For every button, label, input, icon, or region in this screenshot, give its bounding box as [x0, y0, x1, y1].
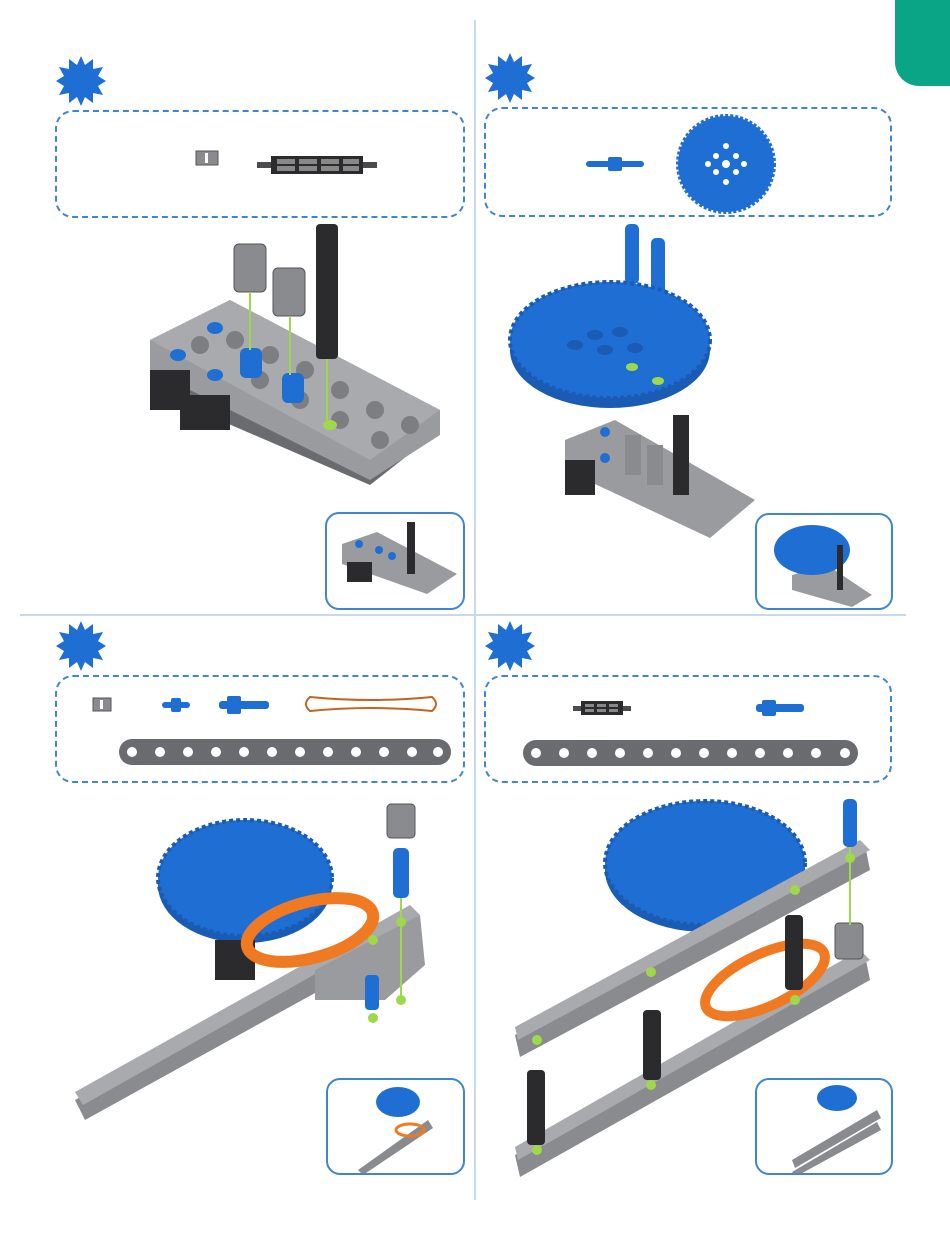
large-gear-icon [676, 114, 776, 214]
chapter-tab [895, 0, 950, 86]
long-beam-icon [119, 739, 451, 765]
long-beam-icon [523, 740, 858, 766]
step-2-starburst-icon [484, 52, 536, 104]
step-4-starburst-icon [484, 620, 536, 672]
step-1-preview [325, 512, 465, 610]
pin-icon [162, 697, 190, 713]
vertical-divider [474, 20, 476, 1200]
axle-icon [257, 154, 377, 176]
step-2-assembly-illustration [505, 220, 765, 550]
step-4-preview [755, 1078, 893, 1175]
rubber-band-icon [300, 693, 442, 715]
step-3-preview [326, 1078, 465, 1175]
step-3-parts-box [55, 675, 465, 783]
connector-icon [92, 697, 112, 713]
pin-icon [586, 156, 644, 172]
long-pin-icon [756, 699, 804, 717]
step-1-parts-box [55, 110, 465, 218]
horizontal-divider [20, 614, 906, 616]
step-3-starburst-icon [55, 620, 107, 672]
step-1-starburst-icon [55, 55, 107, 107]
step-2-parts-box [484, 107, 892, 217]
step-2-preview [755, 513, 893, 610]
long-pin-icon [219, 695, 269, 715]
axle-short-icon [573, 700, 631, 716]
step-1-assembly-illustration [140, 220, 440, 500]
connector-icon [195, 150, 221, 168]
step-4-parts-box [484, 675, 892, 783]
